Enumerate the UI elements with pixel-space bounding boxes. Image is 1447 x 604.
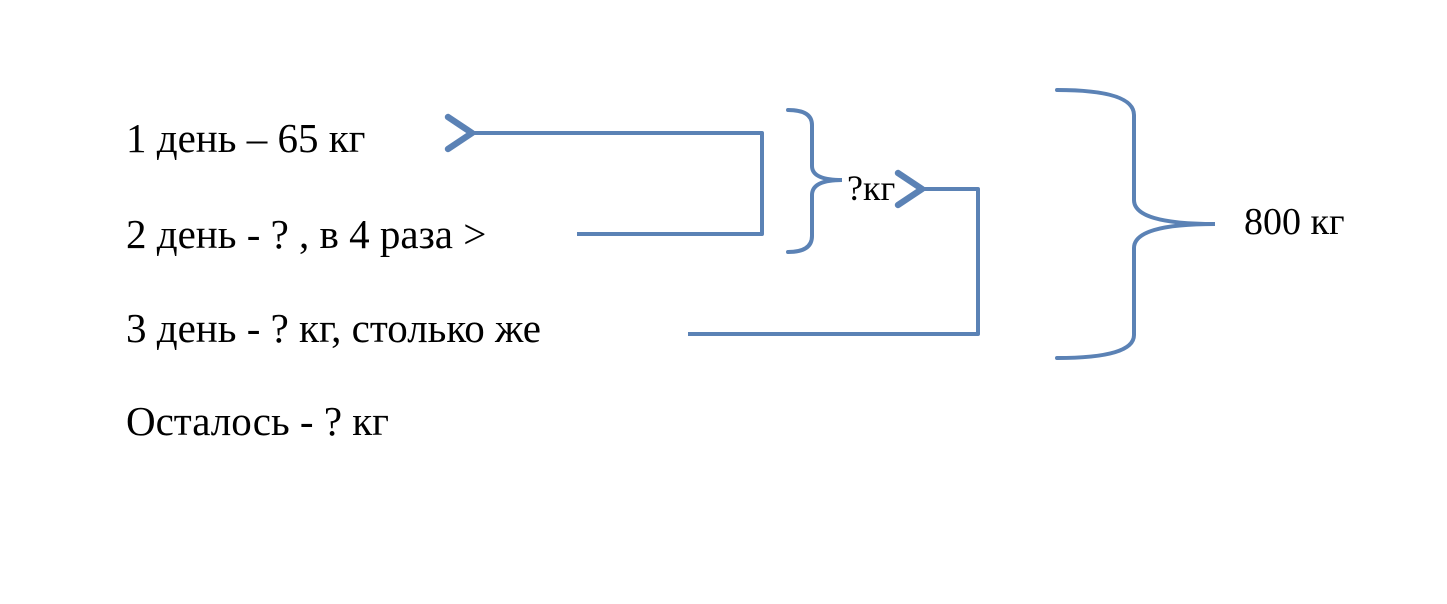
arrow-day2-to-day1 [444,113,764,236]
condition-day-2: 2 день - ? , в 4 раза > [126,211,487,257]
brace-day1-day2 [786,108,843,254]
subtotal-label: ?кг [847,168,896,208]
condition-remaining: Осталось - ? кг [126,398,389,444]
condition-day-1: 1 день – 65 кг [126,115,366,161]
total-label: 800 кг [1244,201,1345,243]
condition-day-3: 3 день - ? кг, столько же [126,305,541,351]
brace-total [1055,88,1216,360]
arrow-day3-to-subtotal [688,169,980,336]
